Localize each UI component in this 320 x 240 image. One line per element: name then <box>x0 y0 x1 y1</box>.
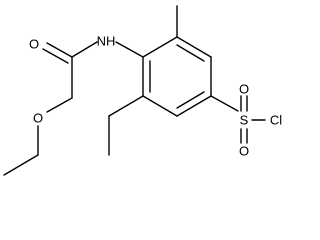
ring-bond-c2-c3-inner <box>176 44 205 62</box>
ring-bond-c2-c3 <box>176 36 212 58</box>
sulfonyl-sulfur-label: S <box>240 113 249 128</box>
carbonyl-double-bond-a <box>46 42 73 58</box>
bonds <box>3 5 266 176</box>
carbonyl-double-bond-b <box>42 48 69 64</box>
ring-to-ethyl-bond <box>108 95 144 117</box>
ring-to-nh-bond <box>115 41 144 58</box>
atom-labels: O NH O S O O Cl <box>29 34 282 159</box>
ether-oxygen-label: O <box>33 111 43 126</box>
nh-to-carbonyl-bond <box>71 41 98 58</box>
ring-bond-c4-c5 <box>176 95 212 117</box>
chlorine-label: Cl <box>270 113 282 128</box>
amide-nh-label: NH <box>97 34 116 49</box>
ring-bond-c5-c6 <box>142 95 178 117</box>
ring-bond-c1-c2 <box>142 36 178 58</box>
ch2-to-ether-o-bond <box>46 97 73 113</box>
ring-bond-c4-c5-inner <box>176 91 205 109</box>
sulfonyl-oxygen-bottom-label: O <box>239 144 249 159</box>
carbonyl-oxygen-label: O <box>29 37 39 52</box>
sulfonyl-oxygen-top-label: O <box>239 82 249 97</box>
ring-to-sulfur-bond <box>210 95 239 112</box>
ethoxy-ch3-bond <box>3 154 39 176</box>
chemical-structure: O NH O S O O Cl <box>3 5 282 176</box>
